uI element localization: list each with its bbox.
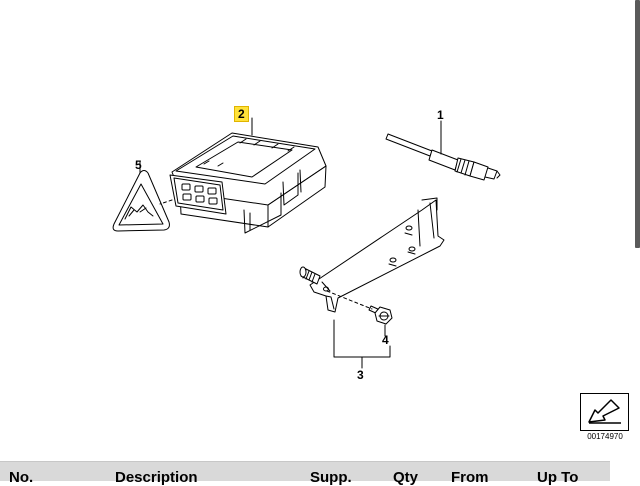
- header-supp[interactable]: Supp.: [310, 469, 352, 486]
- header-description[interactable]: Description: [115, 469, 198, 486]
- header-from[interactable]: From: [451, 469, 489, 486]
- callout-5[interactable]: 5: [135, 158, 142, 172]
- scrollbar-thumb[interactable]: [635, 0, 640, 248]
- header-no[interactable]: No.: [9, 469, 34, 486]
- callout-4[interactable]: 4: [382, 333, 389, 347]
- diagram-id-label: 00174970: [587, 432, 623, 441]
- warning-label-part[interactable]: [112, 160, 170, 232]
- control-unit-part[interactable]: [169, 117, 327, 234]
- parts-diagram: [112, 117, 501, 369]
- header-up-to[interactable]: Up To: [537, 469, 579, 486]
- callout-2-highlighted[interactable]: 2: [234, 106, 249, 122]
- callout-3[interactable]: 3: [357, 368, 364, 382]
- callout-1[interactable]: 1: [437, 108, 444, 122]
- header-qty[interactable]: Qty: [393, 469, 419, 486]
- bracket-part[interactable]: [299, 197, 445, 313]
- glow-plug-part[interactable]: [385, 120, 501, 181]
- arrow-box-icon[interactable]: [580, 393, 629, 431]
- leader-lines: [159, 199, 391, 369]
- parts-table-header: No. Description Supp. Qty From Up To: [0, 461, 610, 486]
- screw-part[interactable]: [368, 305, 393, 325]
